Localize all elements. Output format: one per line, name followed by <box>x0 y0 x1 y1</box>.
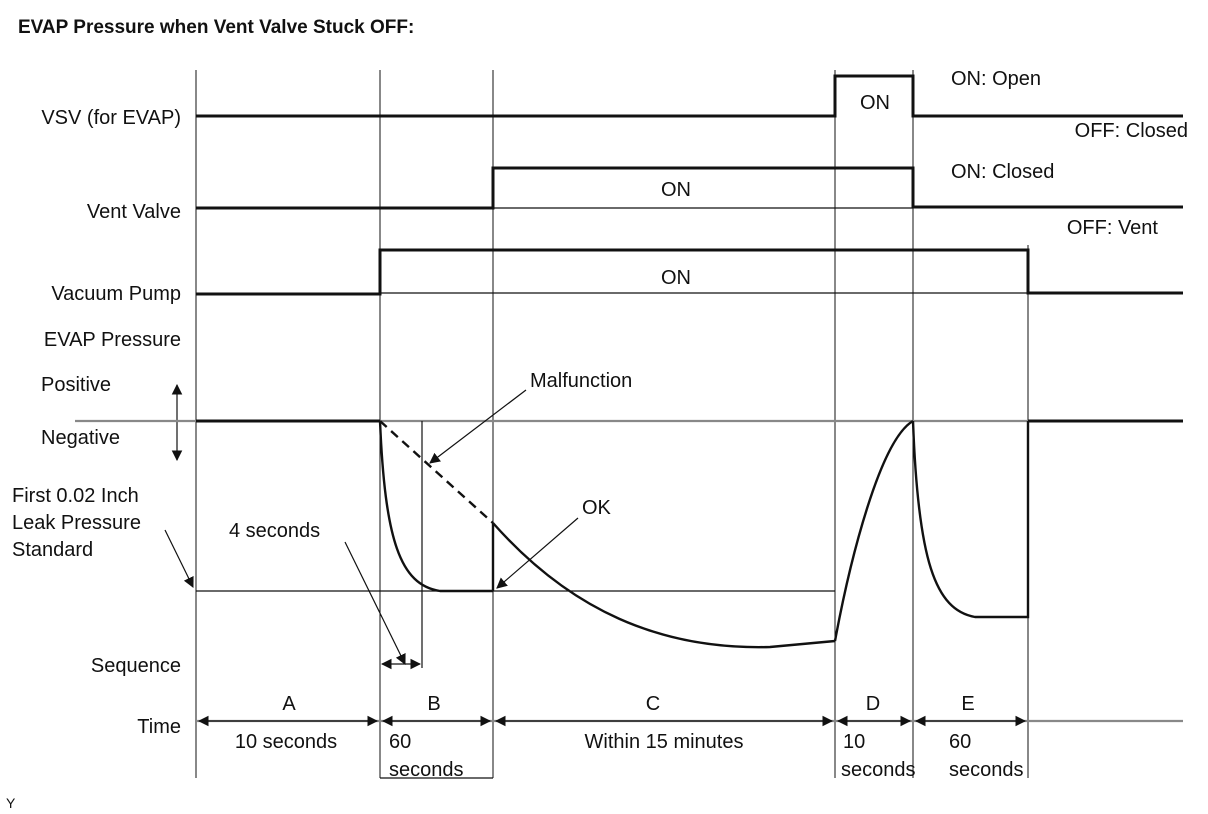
phase-c-duration: Within 15 minutes <box>585 731 744 753</box>
phase-boundaries <box>195 70 1029 778</box>
vent-valve-on-text: ON <box>661 179 691 201</box>
footnote-mark: Y <box>6 795 16 811</box>
standard-label-line2: Leak Pressure <box>12 512 141 534</box>
vent-valve-label: Vent Valve <box>87 201 181 223</box>
vent-valve-on-state: ON: Closed <box>951 161 1054 183</box>
standard-pointer-arrow <box>164 529 194 588</box>
ok-label: OK <box>582 497 612 519</box>
annotations: Malfunction OK 4 seconds <box>164 370 632 670</box>
phase-e-duration-line2: seconds <box>949 759 1024 781</box>
four-seconds-label: 4 seconds <box>229 520 320 542</box>
phase-e-duration-line1: 60 <box>949 731 971 753</box>
vacuum-pump-on-text: ON <box>661 267 691 289</box>
phase-b-duration-line2: seconds <box>389 759 464 781</box>
vsv-on-text: ON <box>860 92 890 114</box>
diagram-title: EVAP Pressure when Vent Valve Stuck OFF: <box>18 17 414 38</box>
vent-valve-signal: ON ON: Closed OFF: Vent <box>196 161 1183 239</box>
malfunction-label: Malfunction <box>530 370 632 392</box>
four-seconds-arrow <box>344 541 406 665</box>
phase-d-duration-line2: seconds <box>841 759 916 781</box>
phase-d-duration-line1: 10 <box>843 731 865 753</box>
vacuum-pump-signal: ON <box>196 248 1183 296</box>
standard-label-line1: First 0.02 Inch <box>12 485 139 507</box>
standard-label-line3: Standard <box>12 539 93 561</box>
malfunction-arrow <box>429 389 527 464</box>
phase-e-letter: E <box>961 693 974 715</box>
vsv-signal: ON ON: Open OFF: Closed <box>196 68 1188 142</box>
time-label: Time <box>137 716 181 738</box>
vacuum-pump-label: Vacuum Pump <box>51 283 181 305</box>
vsv-on-state: ON: Open <box>951 68 1041 90</box>
vsv-label: VSV (for EVAP) <box>41 107 181 129</box>
vent-valve-off-state: OFF: Vent <box>1067 217 1159 239</box>
positive-label: Positive <box>41 374 111 396</box>
negative-label: Negative <box>41 427 120 449</box>
sequence-label: Sequence <box>91 655 181 677</box>
phase-a-duration: 10 seconds <box>235 731 337 753</box>
evap-pressure-label: EVAP Pressure <box>44 329 181 351</box>
phase-a-letter: A <box>282 693 296 715</box>
vsv-off-state: OFF: Closed <box>1075 120 1188 142</box>
phase-c-letter: C <box>646 693 660 715</box>
evap-pressure-trace <box>196 419 1183 649</box>
phase-d-letter: D <box>866 693 880 715</box>
ok-arrow <box>496 517 579 589</box>
phase-b-letter: B <box>427 693 440 715</box>
phase-b-duration-line1: 60 <box>389 731 411 753</box>
